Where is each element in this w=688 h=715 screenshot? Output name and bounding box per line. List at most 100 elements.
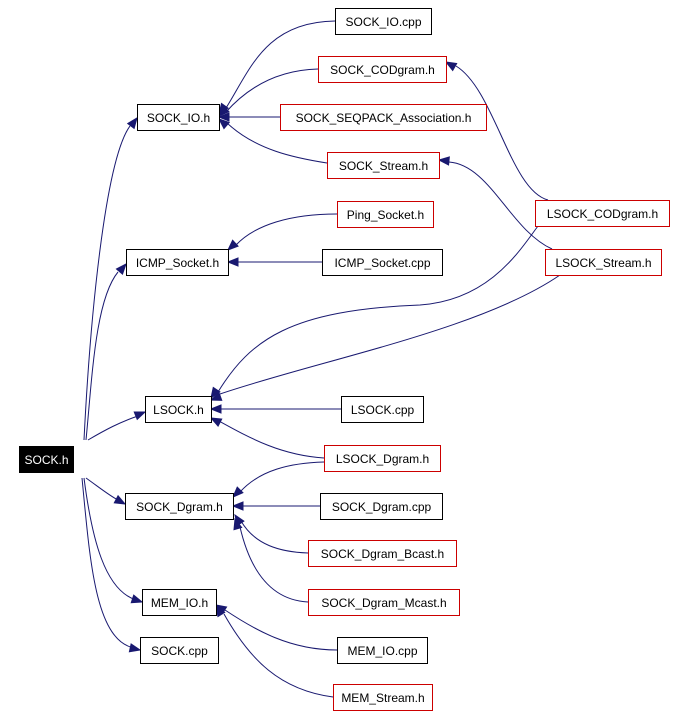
node-box — [142, 589, 217, 616]
node-icmp-socket-cpp[interactable]: ICMP_Socket.cpp — [322, 249, 443, 276]
node-box — [318, 56, 447, 83]
node-lsock-dgram-h[interactable]: LSOCK_Dgram.h — [324, 445, 441, 472]
nodes-layer: SOCK.h SOCK_IO.h SOCK_IO.cppSOCK_CODgram.h… — [19, 8, 670, 711]
edge-sock_h-sock_dgram_h — [85, 477, 127, 505]
arrowhead — [209, 417, 223, 428]
node-label: SOCK_Dgram.cpp — [332, 500, 432, 514]
node-box — [137, 104, 220, 131]
node-sock-dgram-h[interactable]: SOCK_Dgram.h — [125, 493, 234, 520]
edge-lsock_h-lsock_codgram_h — [210, 225, 539, 400]
arrowhead — [126, 116, 138, 130]
node-label: SOCK.cpp — [151, 644, 208, 658]
node-sock-dgram-cpp[interactable]: SOCK_Dgram.cpp — [320, 493, 443, 520]
node-sock-dgram-bcast-h[interactable]: SOCK_Dgram_Bcast.h — [308, 540, 457, 567]
node-sock-seqpack-h[interactable]: SOCK_SEQPACK_Association.h — [280, 104, 487, 131]
arrowhead — [227, 239, 239, 251]
node-mem-io-h[interactable]: MEM_IO.h — [142, 589, 217, 616]
node-sock-stream-h[interactable]: SOCK_Stream.h — [327, 152, 440, 179]
edge-icmp_socket_h-ping_socket_h — [227, 213, 338, 251]
arrowhead — [231, 501, 244, 511]
node-label: SOCK_Stream.h — [339, 159, 428, 173]
node-label: SOCK.h — [24, 453, 68, 467]
edge-line — [225, 68, 319, 113]
arrowhead — [113, 494, 127, 505]
node-box — [341, 396, 424, 423]
edge-sock_io_h-sock_stream_h — [217, 118, 328, 164]
node-label: LSOCK_CODgram.h — [547, 207, 658, 221]
node-label: SOCK_IO.cpp — [345, 15, 421, 29]
edge-line — [455, 65, 549, 201]
node-lsock-stream-h[interactable]: LSOCK_Stream.h — [545, 249, 662, 276]
edge-line — [83, 125, 131, 441]
node-label: SOCK_Dgram_Bcast.h — [321, 547, 444, 561]
edge-sock_io_h-sock_seqpack_h — [217, 112, 280, 122]
edge-sock_dgram_h-lsock_dgram_h — [232, 461, 325, 498]
edge-line — [87, 415, 139, 441]
arrowhead — [210, 386, 221, 400]
node-box — [324, 445, 441, 472]
arrowhead — [217, 112, 230, 122]
arrowhead — [218, 105, 230, 117]
arrowhead — [130, 594, 144, 604]
arrowhead — [444, 61, 458, 72]
node-box — [535, 200, 670, 227]
edge-line — [217, 225, 539, 393]
edge-lsock_h-lsock_cpp — [209, 404, 341, 414]
edge-sock_h-sock_cpp — [81, 477, 142, 653]
node-label: LSOCK.h — [153, 403, 204, 417]
edge-line — [81, 477, 135, 649]
node-lsock-codgram-h[interactable]: LSOCK_CODgram.h — [535, 200, 670, 227]
node-sock-dgram-mcast-h[interactable]: SOCK_Dgram_Mcast.h — [308, 589, 460, 616]
node-label: ICMP_Socket.cpp — [334, 256, 430, 270]
edge-line — [224, 609, 338, 651]
node-sock-io-cpp[interactable]: SOCK_IO.cpp — [335, 8, 432, 35]
node-label: ICMP_Socket.h — [136, 256, 219, 270]
node-box — [545, 249, 662, 276]
edge-sock_stream_h-lsock_stream_h — [437, 156, 553, 250]
arrowhead — [209, 404, 222, 414]
node-box — [125, 493, 234, 520]
edge-line — [83, 477, 137, 601]
arrowhead — [437, 156, 450, 166]
node-ping-socket-h[interactable]: Ping_Socket.h — [337, 201, 434, 228]
node-sock-codgram-h[interactable]: SOCK_CODgram.h — [318, 56, 447, 83]
edge-lsock_h-lsock_dgram_h — [209, 417, 325, 459]
edge-sock_h-icmp_socket_h — [85, 262, 127, 441]
edge-sock_h-mem_io_h — [83, 477, 144, 604]
node-label: Ping_Socket.h — [347, 208, 424, 222]
edge-line — [85, 477, 119, 501]
arrowhead — [226, 257, 239, 267]
node-box — [337, 637, 428, 664]
node-mem-io-cpp[interactable]: MEM_IO.cpp — [337, 637, 428, 664]
edge-mem_io_h-mem_stream_h — [215, 604, 334, 698]
node-box — [19, 446, 74, 473]
node-label: SOCK_SEQPACK_Association.h — [296, 111, 472, 125]
node-lsock-h[interactable]: LSOCK.h — [145, 396, 212, 423]
edge-line — [240, 520, 309, 554]
node-lsock-cpp[interactable]: LSOCK.cpp — [341, 396, 424, 423]
node-box — [327, 152, 440, 179]
node-label: LSOCK.cpp — [351, 403, 415, 417]
edge-line — [218, 420, 325, 459]
node-label: MEM_IO.cpp — [347, 644, 417, 658]
edge-line — [223, 613, 334, 698]
edge-lsock_h-lsock_stream_h — [209, 274, 561, 401]
node-box — [333, 684, 433, 711]
edge-sock_dgram_h-sock_dgram_mcast_h — [233, 517, 309, 603]
node-box — [145, 396, 212, 423]
arrowhead — [128, 643, 142, 653]
node-icmp-socket-h[interactable]: ICMP_Socket.h — [126, 249, 229, 276]
node-sock-io-h[interactable]: SOCK_IO.h — [137, 104, 220, 131]
node-label: LSOCK_Stream.h — [555, 256, 651, 270]
node-sock-cpp[interactable]: SOCK.cpp — [140, 637, 219, 664]
node-label: SOCK_Dgram.h — [136, 500, 223, 514]
node-box — [337, 201, 434, 228]
edge-sock_h-sock_io_h — [83, 116, 138, 441]
node-mem-stream-h[interactable]: MEM_Stream.h — [333, 684, 433, 711]
node-box — [322, 249, 443, 276]
edge-line — [85, 271, 119, 441]
node-box — [320, 493, 443, 520]
node-sock-h: SOCK.h — [19, 446, 74, 473]
edge-sock_codgram_h-lsock_codgram_h — [444, 61, 549, 201]
